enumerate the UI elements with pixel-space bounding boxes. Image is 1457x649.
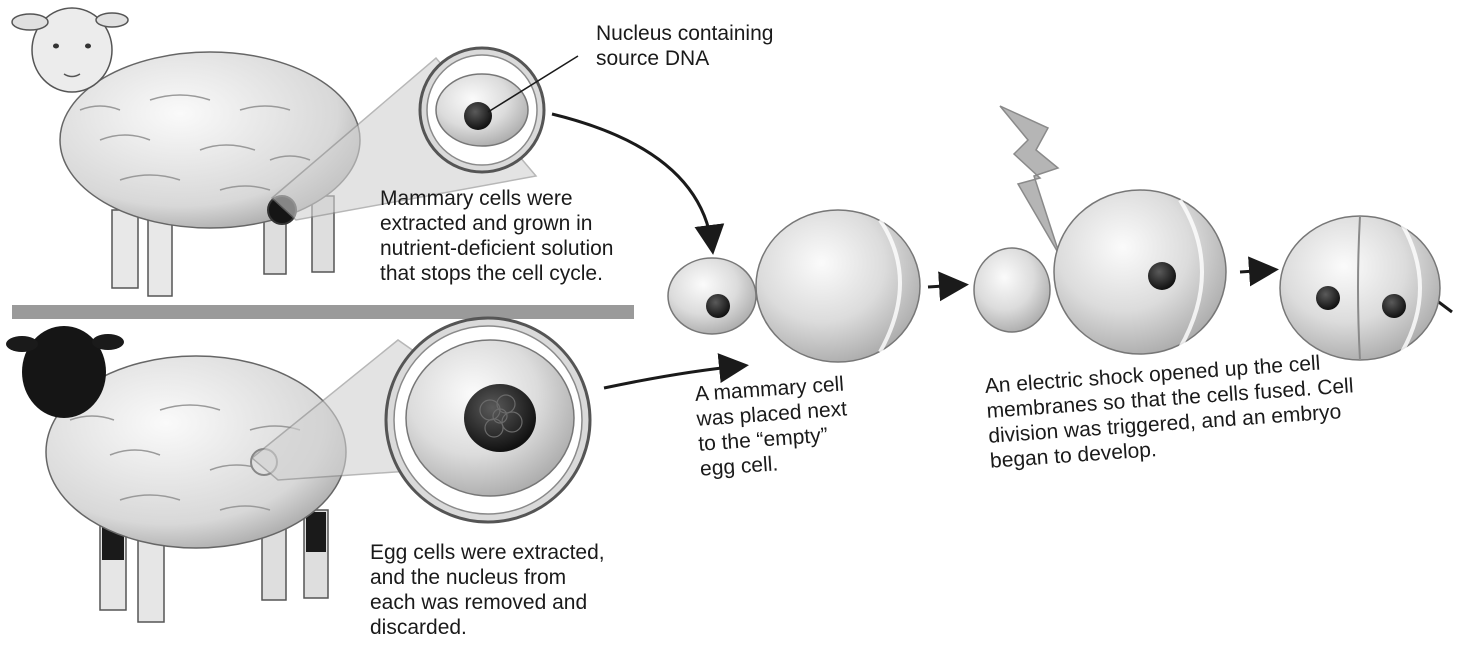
label-line: extracted and grown in — [380, 211, 613, 236]
stage-placed-cells — [668, 210, 920, 362]
label-line: nutrient-deficient solution — [380, 236, 613, 261]
label-line: Mammary cells were — [380, 186, 613, 211]
nucleus-label: Nucleus containing source DNA — [596, 21, 773, 71]
lightning-bolt-icon — [1000, 106, 1060, 256]
arrow-stage1-to-stage2 — [928, 285, 960, 287]
label-line: Nucleus containing — [596, 21, 773, 46]
label-line: discarded. — [370, 615, 605, 640]
stage-embryo — [1280, 216, 1440, 360]
label-line: that stops the cell cycle. — [380, 261, 613, 286]
mammary-cells-label: Mammary cells were extracted and grown i… — [380, 186, 613, 286]
label-line: and the nucleus from — [370, 565, 605, 590]
source-nucleus — [464, 102, 492, 130]
divider-bar — [12, 305, 634, 319]
stage-fusion — [974, 106, 1226, 354]
label-line: each was removed and — [370, 590, 605, 615]
label-line: Egg cells were extracted, — [370, 540, 605, 565]
arrow-stage2-to-stage3 — [1240, 270, 1270, 272]
egg-nucleus — [464, 384, 536, 452]
egg-cells-label: Egg cells were extracted, and the nucleu… — [370, 540, 605, 640]
placed-cell-label: A mammary cell was placed next to the “e… — [694, 371, 851, 481]
white-faced-sheep-icon — [12, 8, 360, 296]
label-line: source DNA — [596, 46, 773, 71]
